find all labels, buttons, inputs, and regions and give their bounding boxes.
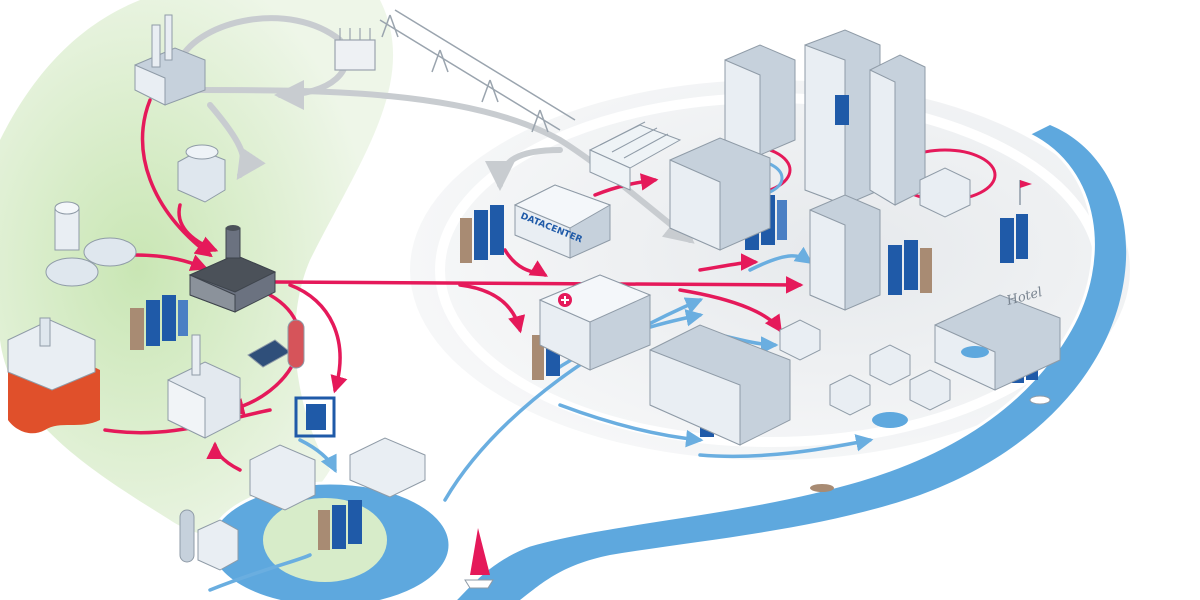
heat-pump-icon: [460, 205, 504, 263]
office-tower-icon: [649, 324, 791, 446]
factory-icon: [249, 444, 316, 511]
power-lines: [177, 15, 695, 244]
rowboat-icon: [1029, 395, 1051, 405]
hospital-icon: [538, 274, 652, 371]
solar-panel-icon: [247, 319, 305, 369]
heat-pump-icon: [130, 295, 188, 350]
datacenter-icon: DATACENTER: [513, 184, 612, 259]
pool: [872, 412, 908, 428]
office-tower-icon: [869, 54, 926, 206]
office-tower-icon: [804, 29, 881, 206]
factory-icon: [167, 334, 241, 439]
power-line-icon: [379, 9, 576, 133]
office-tower-icon: [724, 44, 796, 156]
office-tower-icon: [669, 137, 771, 251]
sailboat-icon: [464, 528, 494, 589]
office-tower-icon: [809, 194, 881, 311]
substation-icon: [334, 28, 376, 71]
heat-pump-icon: [318, 500, 362, 550]
river: [453, 125, 1127, 600]
gas-tank-icon: [177, 144, 226, 203]
heat-pump-icon: [1000, 214, 1028, 263]
heat-pump-icon: [294, 396, 336, 438]
rowboat-icon: [810, 484, 834, 492]
greenhouse-icon: [588, 121, 682, 191]
heat-pump-icon: [888, 240, 932, 295]
heat-plant-icon: [188, 225, 277, 313]
houses-icon: [779, 167, 971, 416]
flag-icon: [1019, 180, 1032, 205]
factory-icon: [179, 509, 239, 571]
power-plant-icon: [134, 14, 206, 106]
factory-icon: [349, 437, 426, 498]
geothermal-icon: [7, 317, 100, 434]
water-treatment-icon: [45, 201, 137, 287]
